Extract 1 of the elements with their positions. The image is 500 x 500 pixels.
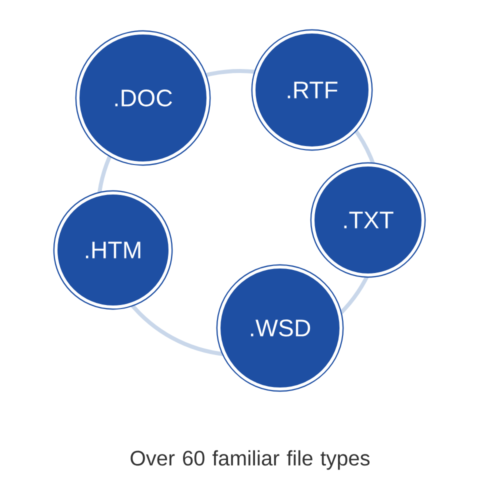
caption: Over 60 familiar file types <box>130 450 370 470</box>
